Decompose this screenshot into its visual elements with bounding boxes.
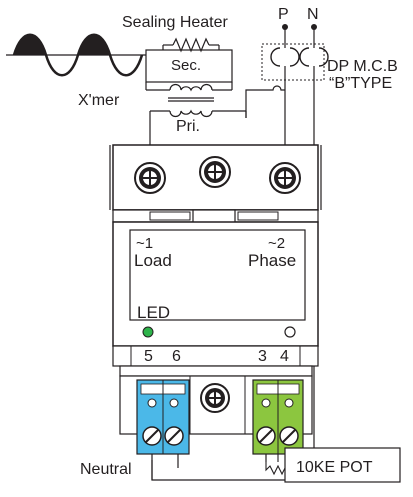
load-tilde-label: ~1 bbox=[136, 235, 153, 252]
phase-label: Phase bbox=[248, 251, 296, 270]
phase-tilde-label: ~2 bbox=[268, 235, 285, 252]
screw-terminal-1-icon bbox=[134, 162, 166, 194]
mcb-label-line2: “B”TYPE bbox=[329, 75, 392, 92]
green-connector-3-4 bbox=[252, 379, 304, 455]
screw-terminal-2-icon bbox=[269, 162, 301, 194]
neutral-label: Neutral bbox=[80, 461, 132, 478]
led-label: LED bbox=[137, 303, 170, 322]
terminal-6-label: 6 bbox=[172, 348, 181, 365]
mcb-label-line1: DP M.C.B bbox=[327, 58, 398, 75]
pot-label: 10KE POT bbox=[296, 459, 373, 476]
mcb-breaker bbox=[261, 24, 329, 96]
screw-terminal-center-icon bbox=[199, 156, 231, 188]
sealing-heater-label: Sealing Heater bbox=[122, 14, 229, 31]
xmer-label: X'mer bbox=[78, 92, 120, 109]
sealing-heater bbox=[162, 37, 220, 53]
terminal-3-label: 3 bbox=[258, 348, 267, 365]
potentiometer-icon bbox=[265, 447, 401, 483]
terminal-4-label: 4 bbox=[280, 348, 289, 365]
pri-label: Pri. bbox=[176, 118, 200, 135]
sec-label: Sec. bbox=[171, 57, 201, 74]
p-label: P bbox=[278, 6, 289, 23]
screw-bottom-center-icon bbox=[200, 383, 230, 413]
transformer bbox=[145, 49, 247, 120]
load-label: Load bbox=[134, 251, 172, 270]
terminal-5-label: 5 bbox=[144, 348, 153, 365]
led-indicator-icon bbox=[142, 326, 154, 338]
blue-connector-5-6 bbox=[136, 379, 190, 455]
n-label: N bbox=[307, 6, 319, 23]
ac-waveform-icon bbox=[6, 33, 146, 77]
led-indicator-off-icon bbox=[284, 326, 296, 338]
